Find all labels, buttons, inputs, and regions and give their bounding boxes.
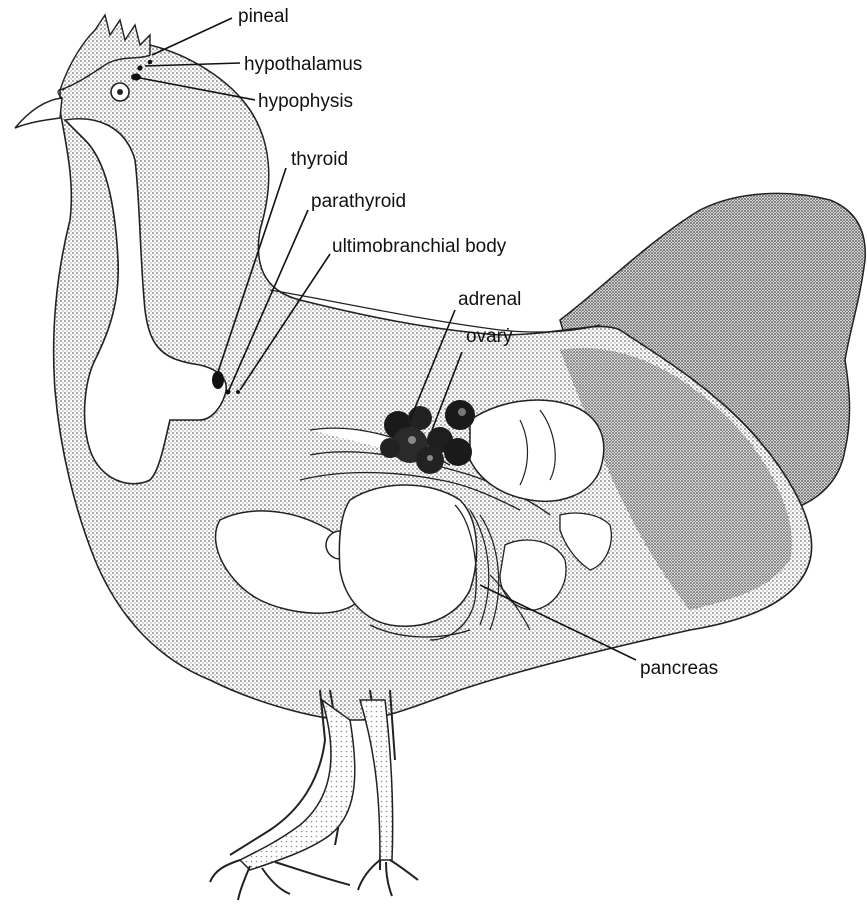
hypothalamus-gland [137,65,142,70]
leader-pineal [152,18,232,55]
label-pineal: pineal [238,6,289,27]
label-hypothalamus: hypothalamus [244,54,362,75]
hypophysis-gland [131,74,141,81]
label-ovary: ovarẏ [466,326,513,347]
label-pancreas: pancreas [640,658,718,679]
label-parathyroid: parathyroid [311,191,406,212]
ultimobranchial-gland [236,390,240,394]
beak [15,98,62,128]
feet [210,860,418,900]
pineal-gland [148,60,153,65]
label-hypophysis: hypophysis [258,91,353,112]
label-thyroid: thyroid [291,149,348,170]
thyroid-gland [212,371,224,389]
label-ultimobranchial-body: ultimobranchial body [332,236,507,257]
label-adrenal: adrenal [458,289,521,310]
